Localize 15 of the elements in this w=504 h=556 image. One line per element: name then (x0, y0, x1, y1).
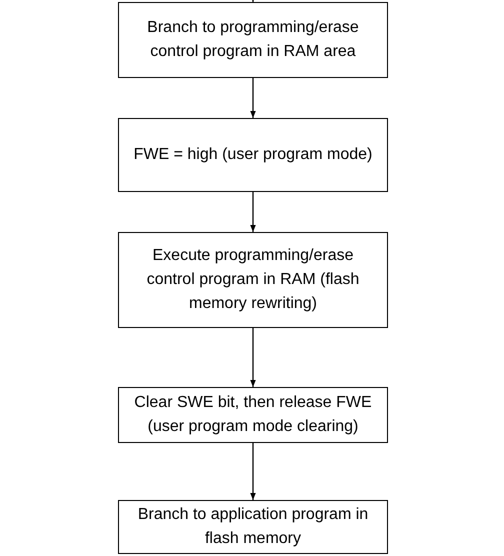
process-box (118, 500, 388, 554)
process-box (118, 232, 388, 328)
arrow (250, 0, 256, 2)
arrow (250, 78, 256, 118)
arrow (250, 192, 256, 232)
process-box (118, 118, 388, 192)
step-text: Branch to programming/erase control program in RAM area (146, 18, 360, 62)
arrow (250, 443, 256, 500)
step-text: Clear SWE bit, then release FWE (user program mode clearing) (133, 393, 373, 437)
step-text: Execute programming/erase control program in RAM (flash memory rewriting) (146, 246, 360, 314)
process-box (118, 387, 388, 443)
step-text: FWE = high (user program mode) (132, 145, 374, 165)
step-text: Branch to application program in flash memory (136, 505, 370, 549)
arrow (250, 328, 256, 387)
process-box (118, 2, 388, 78)
